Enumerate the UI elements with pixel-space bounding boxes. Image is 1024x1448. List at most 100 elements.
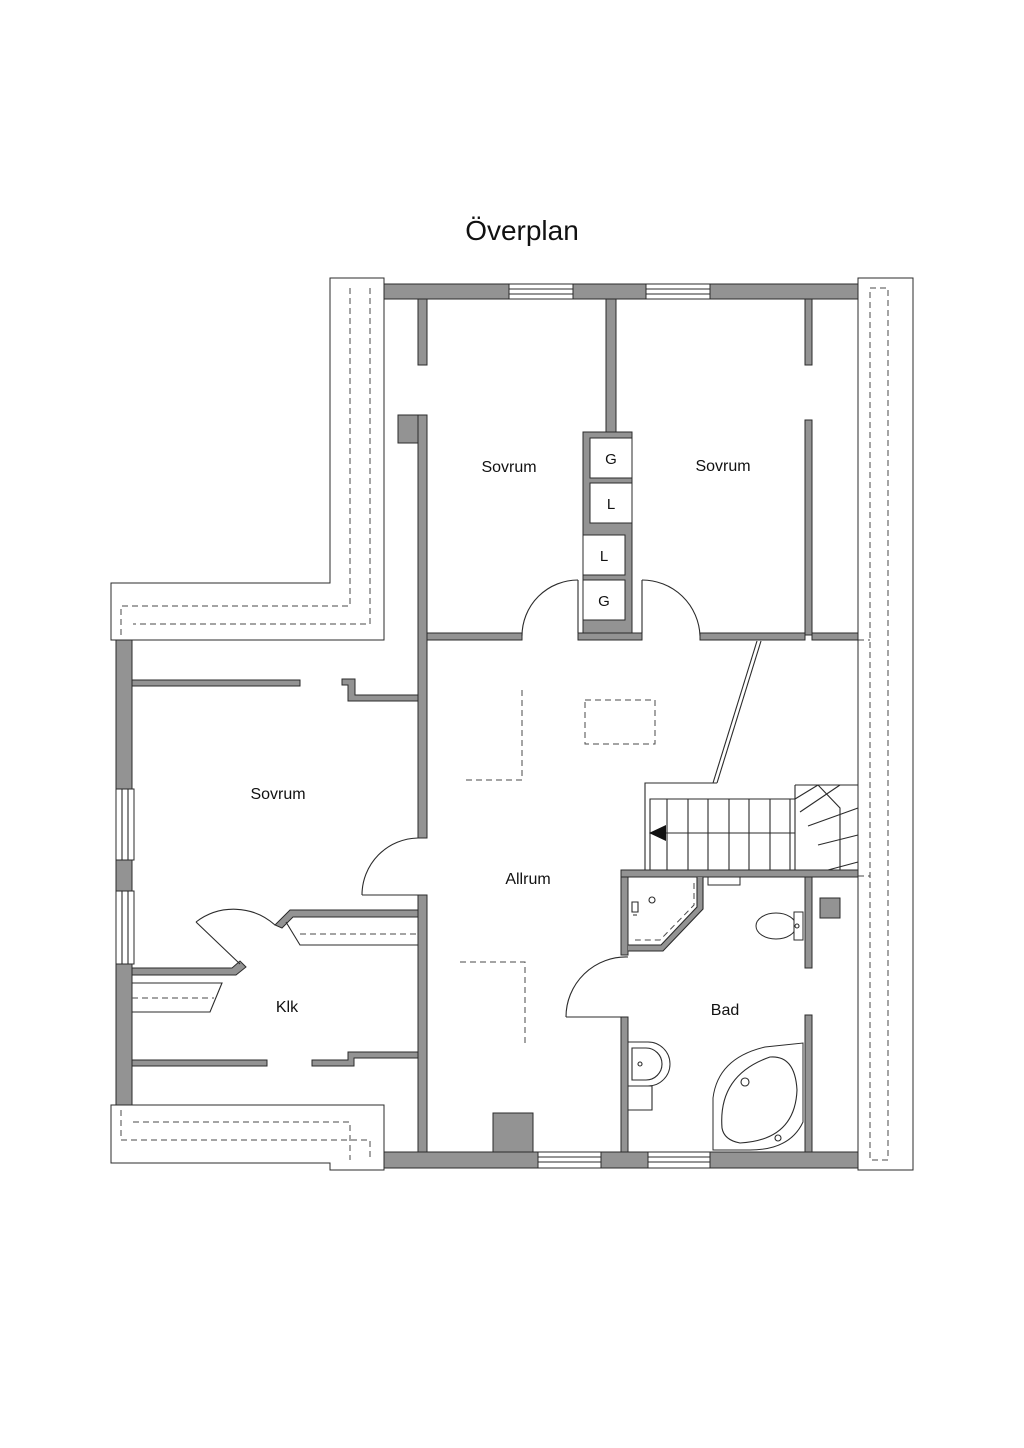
window-frame	[508, 283, 574, 300]
interior-wall	[417, 414, 428, 839]
closet	[589, 437, 633, 479]
window-frame	[645, 283, 711, 300]
interior-wall	[620, 876, 629, 956]
interior-wall	[417, 894, 428, 1153]
overhang-lower-left	[110, 1104, 385, 1171]
stair-winder	[817, 834, 859, 846]
closet-label: G	[598, 593, 610, 610]
stair-outline	[817, 784, 841, 870]
room-label-bad: Bad	[711, 1002, 739, 1019]
toilet-button-icon	[794, 923, 800, 929]
room-label-sovrum: Sovrum	[481, 459, 536, 476]
closet-label: L	[607, 496, 615, 513]
exterior-wall-bottom	[383, 1151, 859, 1169]
kitchen-counter	[132, 982, 223, 1013]
door	[565, 956, 629, 1018]
door-swing-arc	[195, 908, 276, 926]
stair-winder	[807, 807, 859, 827]
roof-window-outline	[584, 699, 656, 745]
door-swing-arc	[361, 837, 419, 896]
closet	[589, 482, 633, 524]
interior-wall	[577, 632, 643, 641]
window	[115, 788, 135, 861]
door-swing-arc	[641, 579, 701, 637]
stair-railing	[712, 640, 758, 784]
door-swing-arc	[565, 956, 629, 1018]
window	[508, 283, 574, 300]
overhang-outline	[110, 277, 385, 641]
interior-wall	[311, 1051, 419, 1067]
room-label-sovrum: Sovrum	[250, 786, 305, 803]
stair-winder	[799, 784, 841, 813]
roof-window-outline	[460, 961, 526, 1045]
window-frame	[115, 890, 135, 965]
overhang-outline	[857, 277, 914, 1171]
bathtub-tap-icon	[774, 1134, 782, 1142]
shower-drain-icon	[648, 896, 656, 904]
interior-wall	[804, 298, 813, 366]
shower-wall-edge	[628, 877, 698, 946]
kitchen-counter	[285, 921, 418, 946]
stair-railing	[716, 640, 762, 784]
interior-wall	[804, 1014, 813, 1153]
roof-window-outline	[462, 690, 523, 781]
door-swing-arc	[521, 579, 579, 637]
interior-wall	[417, 298, 428, 366]
exterior-wall-top	[383, 283, 859, 300]
interior-wall	[131, 960, 247, 976]
bathtub-drain-icon	[740, 1077, 750, 1087]
closet-label: L	[600, 548, 608, 565]
room-label-klk: Klk	[276, 999, 299, 1016]
sink-drain-icon	[637, 1061, 643, 1067]
window-frame	[647, 1151, 711, 1169]
stair-outline	[644, 782, 717, 870]
door	[195, 908, 276, 965]
bathtub-basin	[721, 1056, 798, 1144]
interior-wall	[605, 298, 617, 433]
sink-bowl	[631, 1047, 663, 1081]
stair-winder	[827, 861, 859, 871]
overhang-dashed-line	[120, 1110, 371, 1160]
toilet	[755, 911, 804, 941]
sink	[627, 1041, 671, 1111]
window-frame	[537, 1151, 602, 1169]
overhang-dashed-line	[133, 288, 371, 625]
overhang-right	[857, 277, 914, 1171]
overhang-dashed-line	[133, 1121, 351, 1160]
closet	[582, 579, 626, 621]
closet-label: G	[605, 451, 617, 468]
overhang-dashed-line	[120, 288, 351, 636]
shower-tray	[635, 883, 695, 941]
shower	[628, 877, 704, 952]
stair-winder	[794, 784, 819, 800]
interior-wall	[341, 678, 419, 702]
radiator	[707, 876, 741, 886]
interior-wall	[811, 632, 859, 641]
interior-wall	[699, 632, 806, 641]
interior-wall	[620, 1016, 629, 1153]
shower-wall	[628, 877, 703, 951]
bathtub-outline	[712, 1042, 804, 1151]
interior-wall	[804, 419, 813, 636]
interior-wall	[426, 632, 523, 641]
window-frame	[115, 788, 135, 861]
door	[641, 579, 701, 637]
closet	[582, 534, 626, 576]
window	[537, 1151, 602, 1169]
staircase	[644, 640, 859, 871]
window	[647, 1151, 711, 1169]
stair-outline	[649, 798, 795, 870]
window	[115, 890, 135, 965]
exterior-wall-left	[115, 639, 133, 1106]
interior-wall	[274, 909, 419, 929]
sink-cabinet	[628, 1085, 653, 1111]
chimney-block	[397, 414, 419, 444]
overhang-outline	[110, 1104, 385, 1171]
interior-wall	[131, 679, 301, 687]
shower-head-icon	[631, 901, 639, 916]
corner-bathtub	[712, 1042, 804, 1151]
stair-arrow-icon	[649, 825, 666, 841]
chimney-block	[492, 1112, 534, 1153]
